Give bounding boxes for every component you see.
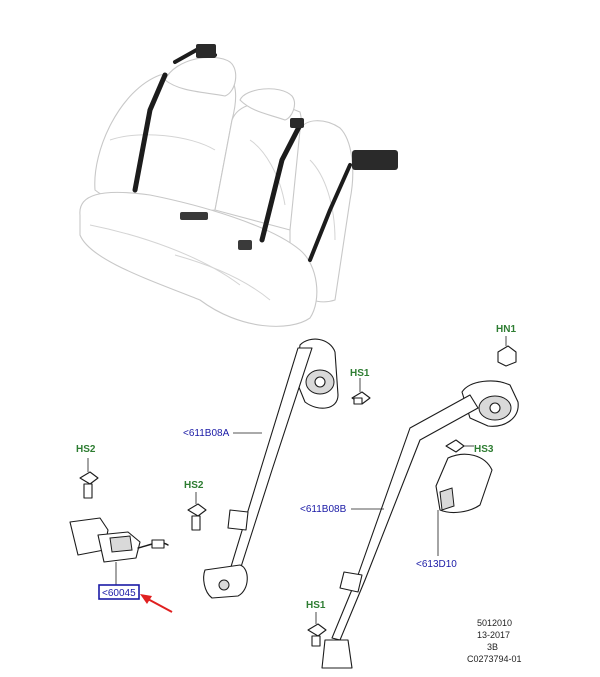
info-line-2: 13-2017	[477, 630, 510, 640]
buckle-assembly	[69, 458, 169, 585]
info-line-1: 5012010	[477, 618, 512, 628]
bracket-613d10	[435, 453, 493, 556]
belt-assembly-left	[203, 338, 339, 599]
bolt-hs2-middle	[187, 492, 207, 531]
label-hs1-top[interactable]: HS1	[350, 368, 370, 379]
seat-cushion	[79, 191, 318, 327]
upper-anchor-right	[352, 150, 398, 170]
highlight-box	[98, 584, 140, 600]
nut-hn1	[497, 336, 517, 367]
seat-belt-middle	[259, 122, 303, 243]
label-belt-right[interactable]: <611B08B	[300, 504, 347, 515]
label-hs2-middle[interactable]: HS2	[184, 480, 204, 491]
rear-seat-illustration	[79, 44, 398, 327]
label-bracket[interactable]: <613D10	[416, 559, 457, 570]
bolt-hs1-bottom	[307, 612, 327, 647]
belt-webbing-left	[229, 347, 313, 571]
red-arrow-icon	[140, 594, 173, 613]
seat-headrest-left	[164, 56, 237, 97]
belt-tongue-left	[227, 509, 249, 531]
belt-assembly-right	[321, 380, 519, 669]
label-hs2-left[interactable]: HS2	[76, 444, 96, 455]
info-block: 5012010 13-2017 3B C0273794-01	[467, 618, 522, 664]
center-buckles-on-seat	[180, 212, 208, 220]
bolt-hs2-left	[79, 458, 99, 499]
upper-anchor-left	[196, 44, 216, 58]
label-hs3[interactable]: HS3	[474, 444, 494, 455]
label-buckle[interactable]: <60045	[102, 588, 136, 599]
belt-tongue-right	[339, 571, 363, 593]
info-line-4: C0273794-01	[467, 654, 522, 664]
seat-belt-right-shoulder	[308, 163, 352, 262]
label-hs1-bottom[interactable]: HS1	[306, 600, 326, 611]
seat-belt-left-shoulder	[132, 72, 168, 193]
label-belt-left[interactable]: <611B08A	[183, 428, 230, 439]
bolt-hs1-top	[351, 378, 371, 405]
seat-headrest-middle	[239, 88, 295, 121]
label-hn1[interactable]: HN1	[496, 324, 516, 335]
belt-webbing-right	[331, 394, 479, 641]
bolt-hs3	[445, 439, 474, 453]
info-line-3: 3B	[487, 642, 498, 652]
